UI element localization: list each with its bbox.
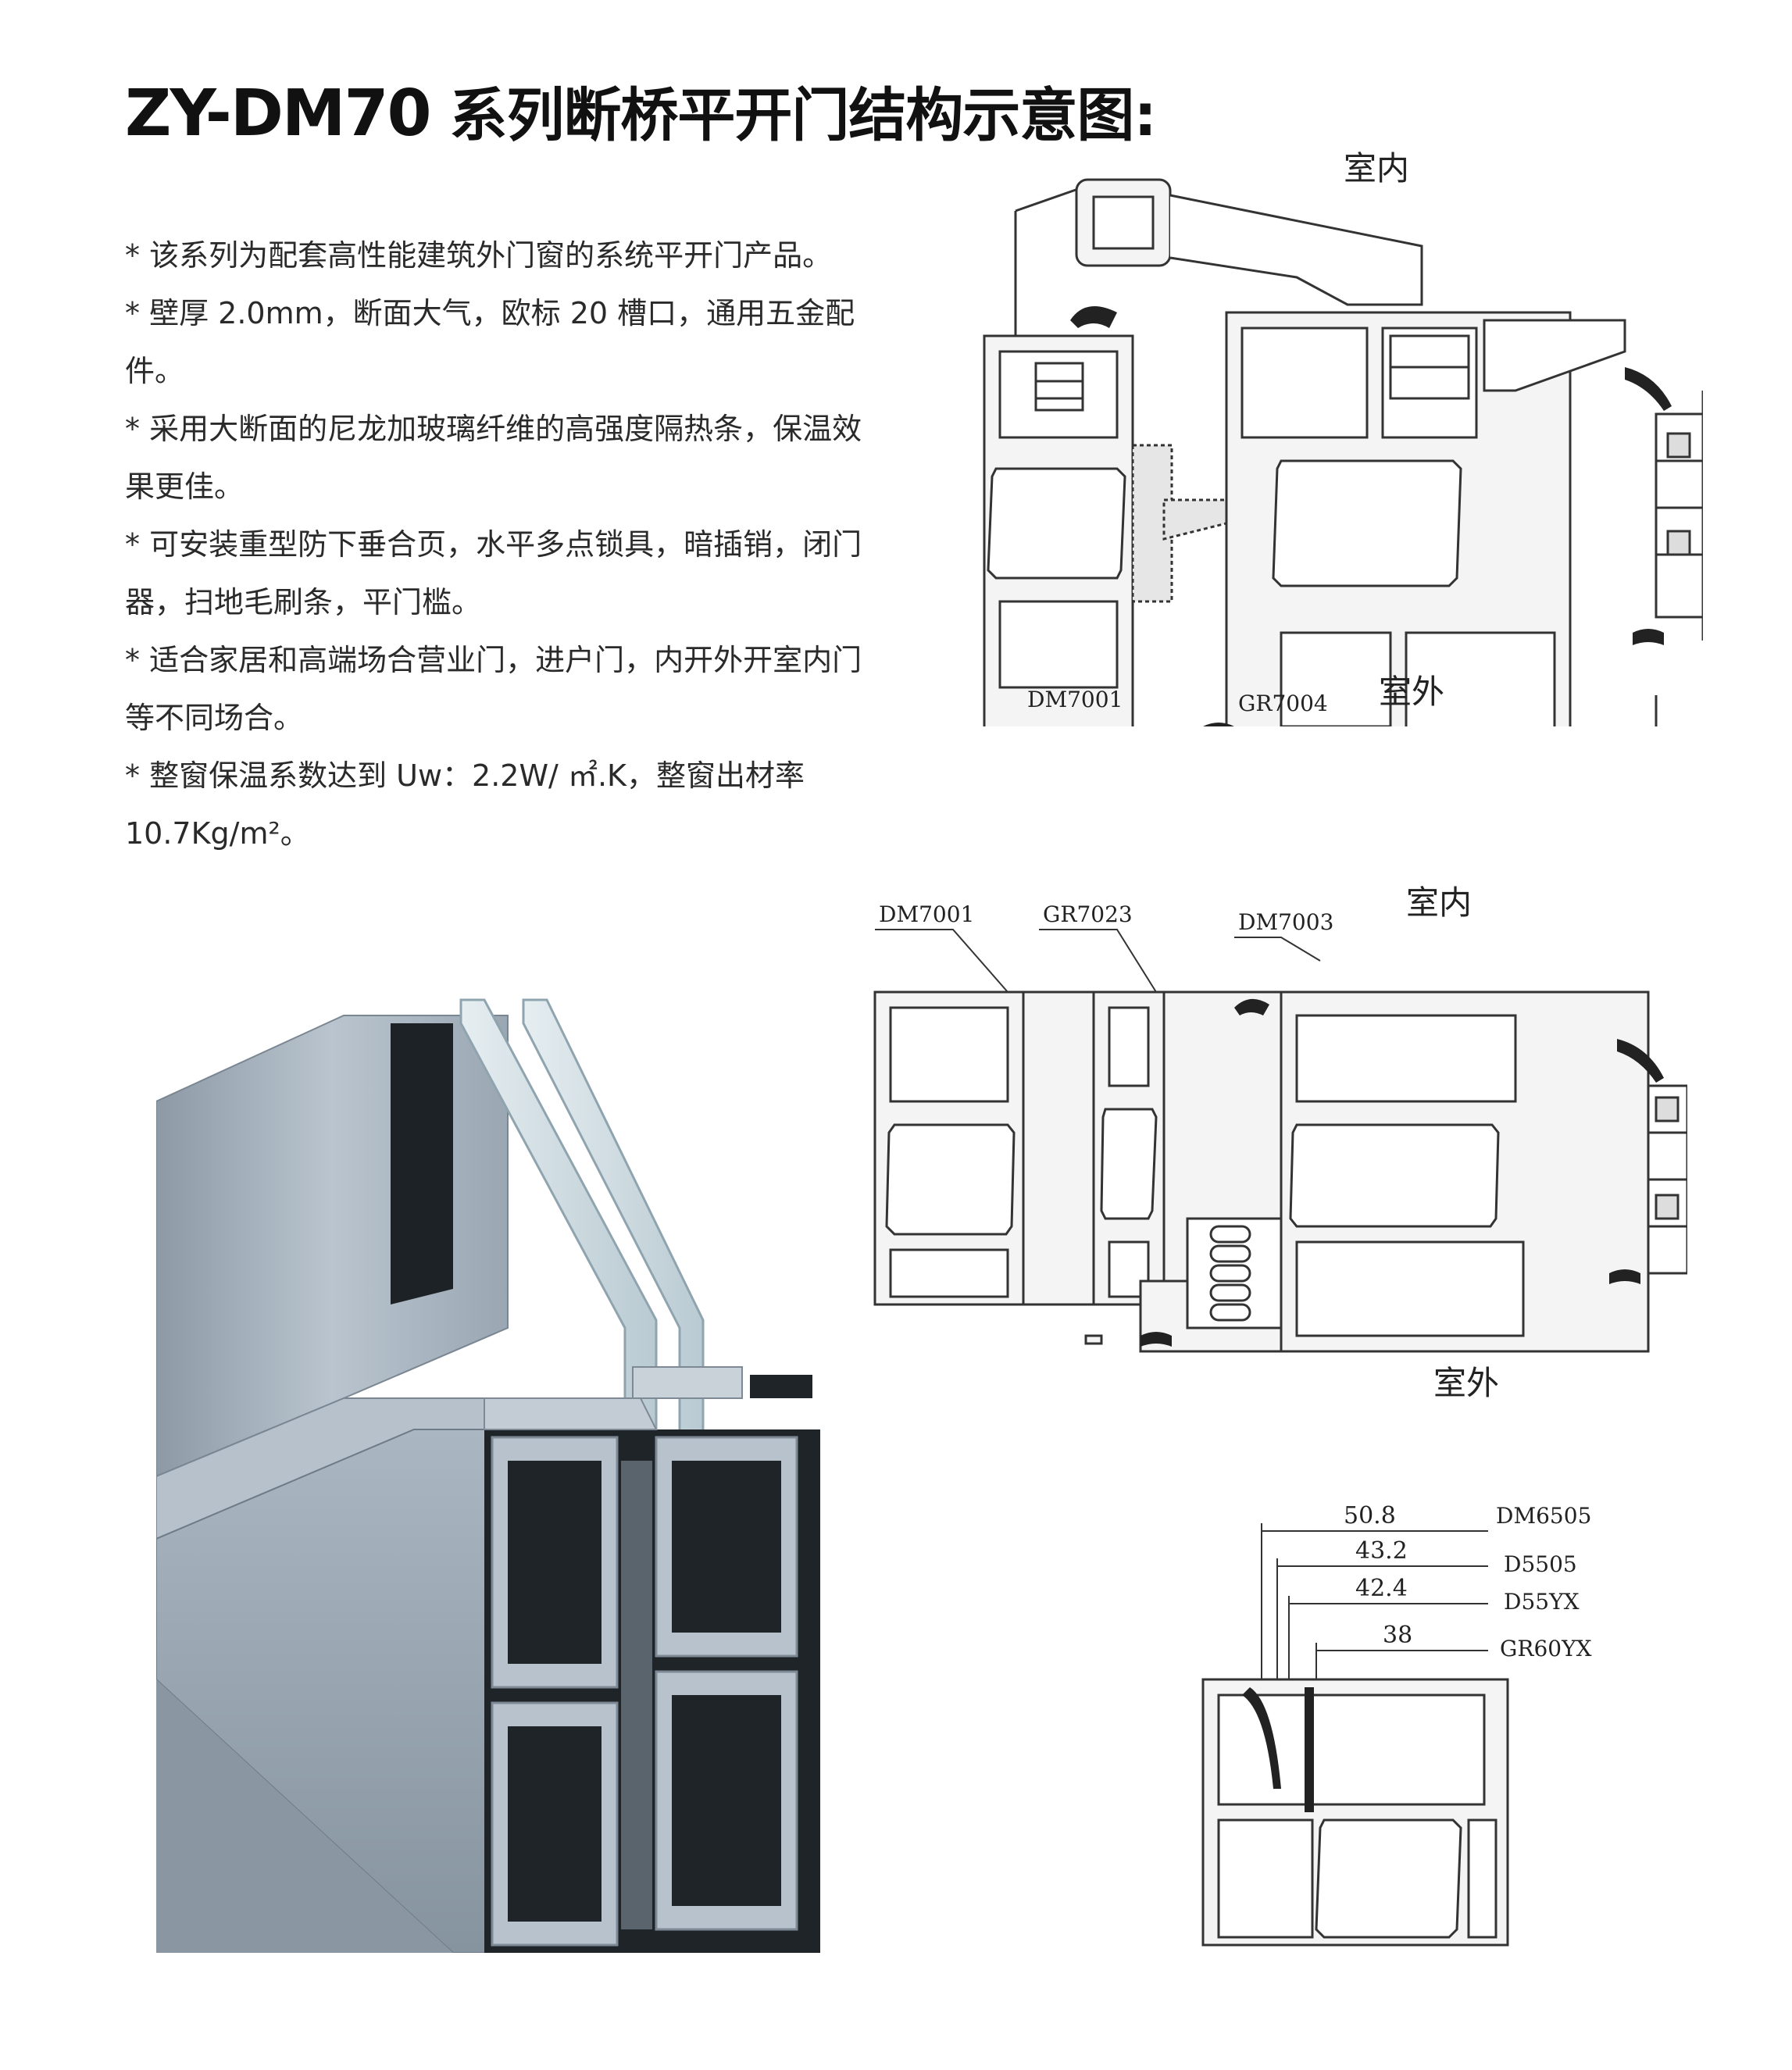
profile-code: DM6505 — [1496, 1503, 1591, 1529]
dimension-value: 38 — [1383, 1622, 1412, 1649]
feature-item: * 壁厚 2.0mm，断面大气，欧标 20 槽口，通用五金配件。 — [125, 296, 855, 388]
title-subtitle: 系列断桥平开门结构示意图: — [449, 82, 1157, 149]
profile-code: GR60YX — [1500, 1636, 1592, 1661]
page-title: ZY-DM70 系列断桥平开门结构示意图: — [125, 69, 1157, 152]
section-diagram-1: 室内 室外 DM7001 GR7004 — [983, 149, 1703, 726]
profile-code: DM7001 — [1027, 687, 1123, 712]
title-model: ZY-DM70 — [125, 77, 432, 151]
profile-code: D5505 — [1504, 1551, 1577, 1577]
profile-code: DM7003 — [1238, 909, 1333, 935]
feature-item: * 该系列为配套高性能建筑外门窗的系统平开门产品。 — [125, 238, 833, 273]
indoor-label: 室内 — [1406, 883, 1472, 922]
indoor-label: 室内 — [1344, 149, 1409, 187]
profile-code: GR7023 — [1043, 901, 1133, 927]
feature-item: * 可安装重型防下垂合页，水平多点锁具，暗插销，闭门器，扫地毛刷条，平门槛。 — [125, 527, 862, 619]
feature-item: * 采用大断面的尼龙加玻璃纤维的高强度隔热条，保温效果更佳。 — [125, 412, 862, 504]
outdoor-label: 室外 — [1379, 673, 1444, 711]
profile-code: GR7004 — [1238, 691, 1328, 716]
dimension-value: 42.4 — [1355, 1575, 1408, 1602]
dimension-value: 50.8 — [1344, 1502, 1396, 1529]
section-diagram-2: 室内 室外 DM7001 GR7023 DM7003 — [873, 883, 1687, 1402]
profile-code: DM7001 — [879, 901, 974, 927]
product-photo — [156, 998, 820, 1953]
feature-item: * 整窗保温系数达到 Uw：2.2W/ ㎡.K，整窗出材率 10.7Kg/m²。 — [125, 758, 805, 851]
dimension-value: 43.2 — [1355, 1537, 1408, 1565]
section-diagram-3: 50.8 43.2 42.4 38 DM6505 D5505 D55YX GR6… — [1201, 1502, 1592, 1947]
outdoor-label: 室外 — [1433, 1364, 1499, 1402]
feature-item: * 适合家居和高端场合营业门，进户门，内开外开室内门等不同场合。 — [125, 643, 862, 735]
profile-code: D55YX — [1504, 1589, 1580, 1615]
feature-list: * 该系列为配套高性能建筑外门窗的系统平开门产品。 * 壁厚 2.0mm，断面大… — [125, 227, 867, 862]
